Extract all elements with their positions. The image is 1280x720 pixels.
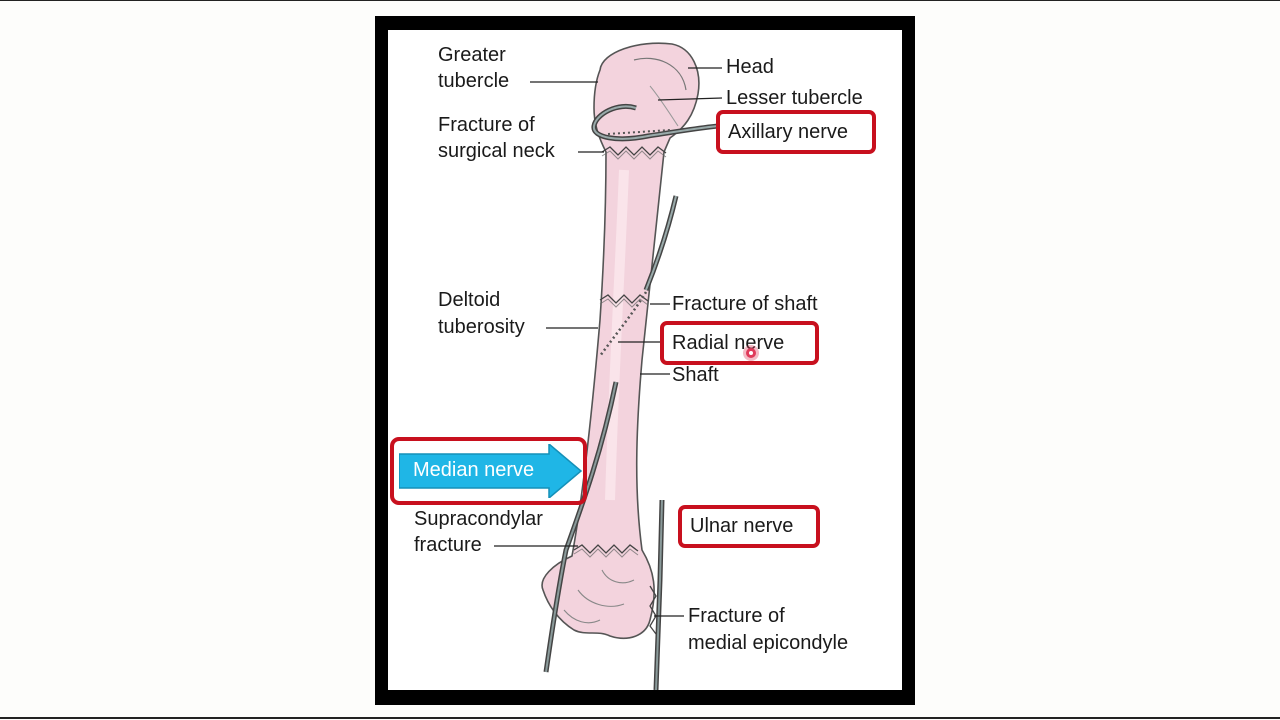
axillary-nerve-highlight: Axillary nerve	[716, 110, 876, 154]
surgical-neck-fracture-line-2	[601, 150, 667, 160]
radial-nerve-highlight: Radial nerve	[660, 321, 819, 365]
label-supracondylar-line2: fracture	[414, 534, 482, 556]
label-surgical-neck-line1: Fracture of	[438, 114, 535, 136]
median-nerve-label: Median nerve	[413, 459, 535, 481]
leader-lesser-tubercle	[657, 97, 723, 101]
label-lesser-tubercle: Lesser tubercle	[726, 87, 863, 109]
label-epicondyle-line2: medial epicondyle	[688, 632, 849, 654]
ulnar-nerve-label: Ulnar nerve	[690, 515, 794, 537]
label-deltoid-line1: Deltoid	[438, 289, 501, 311]
shaft-highlight	[605, 169, 629, 501]
surgical-neck-fracture-line	[601, 146, 667, 156]
label-deltoid-line2: tuberosity	[438, 316, 525, 338]
cursor-pointer-icon	[746, 348, 756, 358]
ulnar-nerve-highlight: Ulnar nerve	[678, 505, 820, 548]
condyle-contour	[563, 569, 635, 624]
label-supracondylar-line1: Supracondylar	[414, 508, 543, 530]
label-head: Head	[726, 56, 774, 78]
shaft-fracture-line	[599, 294, 649, 304]
supracondylar-fracture-line-2	[573, 548, 639, 558]
label-greater-tubercle-line2: tubercle	[438, 70, 510, 92]
axillary-nerve-dotted	[607, 129, 671, 135]
label-epicondyle-line1: Fracture of	[688, 605, 785, 627]
label-fracture-of-shaft: Fracture of shaft	[672, 293, 818, 315]
axillary-nerve-label: Axillary nerve	[728, 120, 849, 143]
epicondyle-fracture-line	[649, 585, 657, 635]
median-nerve-highlight	[390, 437, 587, 505]
bottom-border	[0, 717, 1280, 719]
radial-nerve-dotted	[598, 291, 648, 357]
humerus-illustration	[494, 42, 723, 690]
radial-nerve-label: Radial nerve	[672, 331, 785, 354]
supracondylar-fracture-line	[573, 544, 639, 554]
lesser-tubercle-contour	[649, 85, 679, 127]
median-nerve-arrow: Median nerve	[399, 444, 583, 498]
top-border	[0, 0, 1280, 1]
arrow-right-icon	[399, 444, 583, 498]
shaft-fracture-line-2	[599, 298, 649, 308]
label-greater-tubercle-line1: Greater	[438, 44, 506, 66]
label-shaft: Shaft	[672, 364, 719, 386]
label-surgical-neck-line2: surgical neck	[438, 140, 555, 162]
humerus-head-contour	[633, 57, 687, 91]
